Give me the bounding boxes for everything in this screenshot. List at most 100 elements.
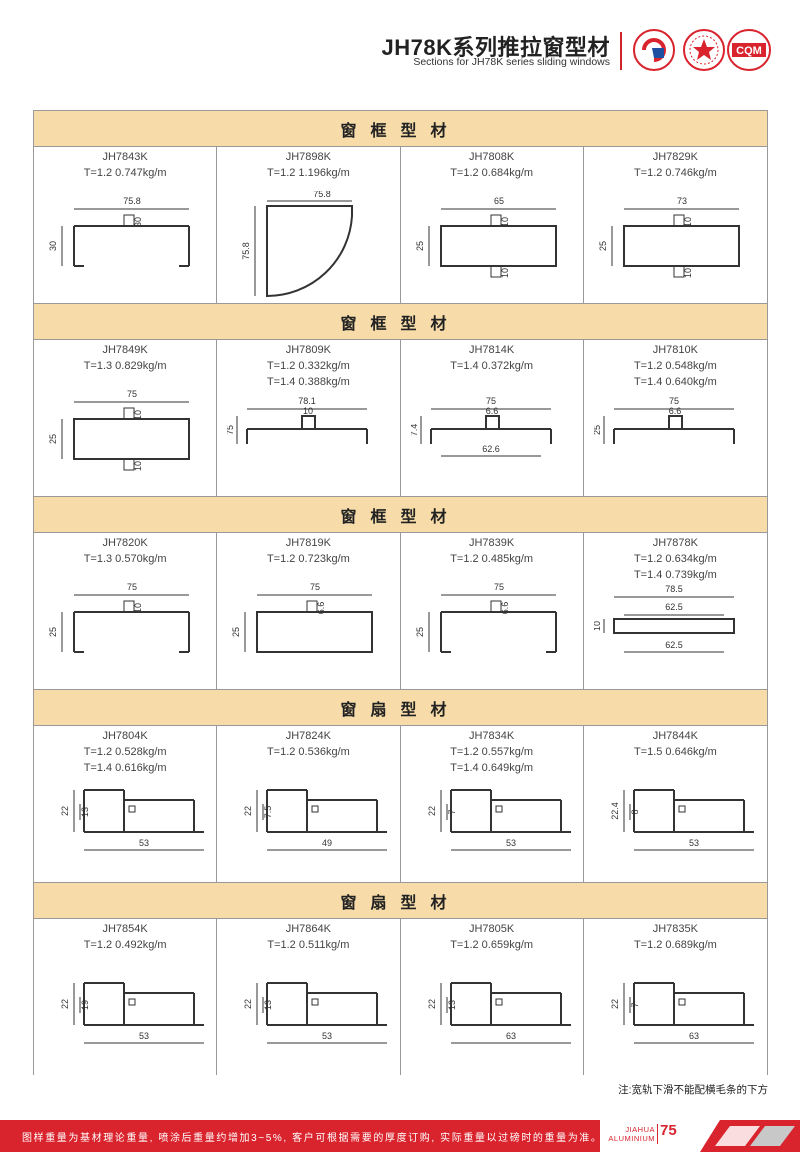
profile-code: JH7829K — [652, 151, 698, 163]
footer-disclaimer: 图样重量为基材理论重量, 喷涂后重量约增加3~5%, 客户可根据需要的厚度订购,… — [22, 1133, 603, 1144]
dimension-label: 7.4 — [411, 424, 419, 437]
footer-brand-line1: JIAHUA — [625, 1125, 655, 1134]
dimension-label: 75.8 — [313, 191, 331, 199]
profile-spec: T=1.4 0.649kg/m — [450, 762, 534, 774]
dimension-label: 10 — [594, 621, 602, 631]
profile-code: JH7878K — [652, 537, 698, 549]
profile-spec: T=1.2 0.723kg/m — [266, 553, 350, 565]
profile-code: JH7819K — [285, 537, 331, 549]
dimension-label: 75 — [485, 396, 495, 406]
dimension-label: 22 — [243, 806, 253, 816]
profile-spec: T=1.2 1.196kg/m — [266, 167, 350, 179]
profile-code: JH7814K — [468, 344, 515, 356]
profile-spec: T=1.4 0.616kg/m — [83, 762, 167, 774]
certification-seal-icon — [683, 29, 725, 71]
dimension-label: 10 — [500, 268, 510, 278]
footer-divider — [657, 1124, 658, 1144]
dimension-label: 22 — [427, 999, 437, 1009]
section-band: 窗框型材 — [34, 110, 767, 147]
dimension-label: 7.5 — [263, 806, 273, 819]
dimension-label: 22 — [610, 999, 620, 1009]
profile-spec: T=1.2 0.511kg/m — [267, 939, 350, 951]
dimension-label: 78.5 — [665, 584, 683, 594]
page-subtitle: Sections for JH78K series sliding window… — [413, 56, 610, 68]
svg-text:CQM: CQM — [736, 45, 762, 57]
header-divider — [620, 32, 622, 70]
dimension-label: 25 — [594, 425, 602, 435]
profile-spec: T=1.2 0.492kg/m — [83, 939, 167, 951]
profile-spec: T=1.3 0.570kg/m — [83, 553, 167, 565]
profile-spec: T=1.2 0.684kg/m — [450, 167, 534, 179]
dimension-label: 30 — [48, 241, 58, 251]
dimension-label: 75 — [227, 425, 235, 435]
dimension-label: 22 — [243, 999, 253, 1009]
section-band: 窗框型材 — [34, 303, 767, 340]
rect-frame-profile-icon: 756.625 — [231, 582, 374, 653]
dimension-label: 25 — [48, 434, 58, 444]
dimension-label: 10 — [683, 268, 693, 278]
dimension-label: 6.6 — [500, 602, 510, 615]
frame-profile-icon: 756.625 — [415, 582, 557, 653]
profile-code: JH7805K — [468, 923, 515, 935]
profile-spec: T=1.2 0.528kg/m — [83, 746, 167, 758]
dimension-label: 75.8 — [241, 242, 251, 260]
dimension-label: 13 — [447, 1000, 457, 1010]
profile-code: JH7809K — [285, 344, 331, 356]
dimension-label: 63 — [505, 1031, 515, 1041]
dimension-label: 73 — [677, 196, 687, 206]
profile-code: JH7810K — [652, 344, 698, 356]
dimension-label: 7 — [447, 809, 457, 814]
rail-profile-icon: 756.625 — [594, 396, 735, 444]
dimension-label: 19 — [80, 1000, 90, 1010]
profile-spec: T=1.2 0.747kg/m — [83, 167, 167, 179]
dimension-label: 25 — [415, 241, 425, 251]
profile-code: JH7808K — [468, 151, 515, 163]
section-title: 窗扇型材 — [340, 892, 461, 912]
sash-profile-icon: 22 7.5 49 — [243, 789, 388, 851]
dimension-label: 62.6 — [482, 444, 500, 454]
profile-code: JH7824K — [285, 730, 331, 742]
dimension-label: 49 — [322, 838, 332, 848]
dimension-label: 10 — [133, 410, 143, 420]
profile-spec: T=1.5 0.646kg/m — [633, 746, 717, 758]
dimension-label: 62.5 — [665, 640, 683, 650]
dimension-label: 75 — [127, 582, 137, 592]
dimension-label: 13 — [80, 807, 90, 817]
dimension-label: 53 — [505, 838, 515, 848]
dimension-label: 6.6 — [316, 602, 326, 615]
profile-spec: T=1.2 0.746kg/m — [633, 167, 717, 179]
dimension-label: 22 — [60, 806, 70, 816]
footer-decoration-icon — [700, 1120, 800, 1152]
profile-spec: T=1.2 0.332kg/m — [266, 360, 350, 372]
profile-spec: T=1.2 0.548kg/m — [633, 360, 717, 372]
sash-profile-icon: 22 13 63 — [427, 982, 571, 1044]
curved-frame-profile-icon: 75.8 75.8 — [241, 191, 354, 298]
profile-spec: T=1.2 0.689kg/m — [633, 939, 717, 951]
dimension-label: 75 — [310, 582, 320, 592]
section-band: 窗扇型材 — [34, 882, 767, 919]
section-title: 窗框型材 — [340, 120, 461, 140]
